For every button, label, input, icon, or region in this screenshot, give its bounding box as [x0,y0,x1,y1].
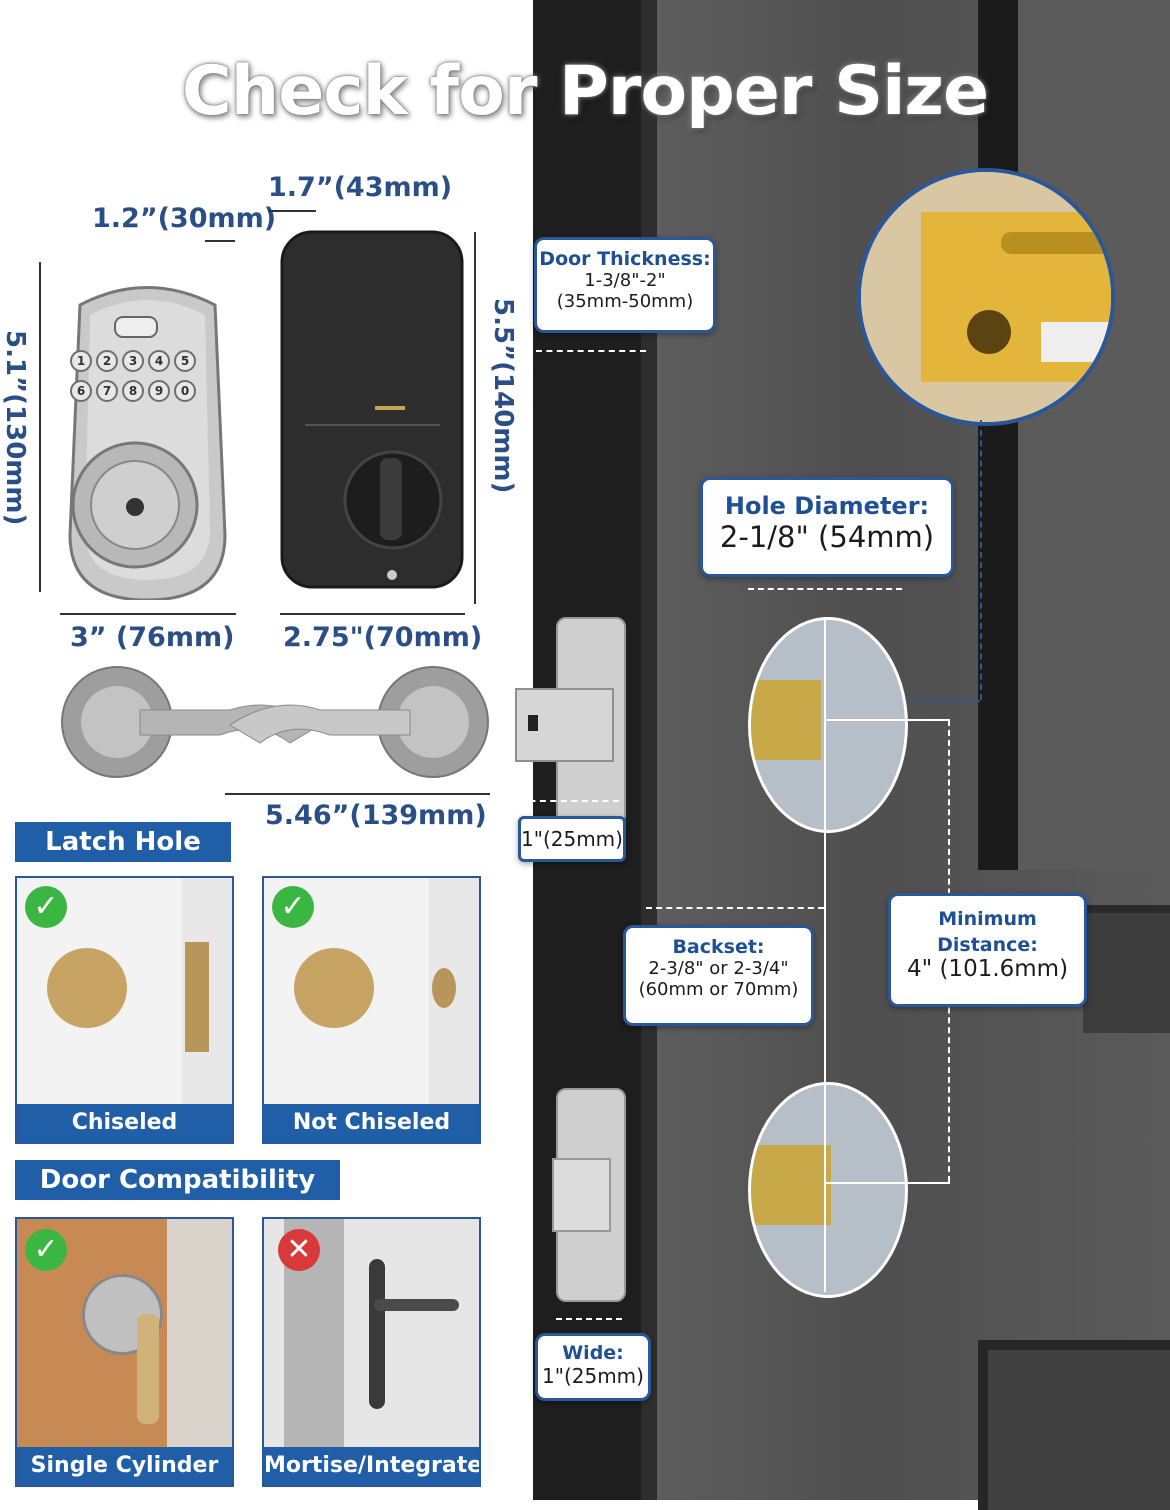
keypad-key: 6 [70,380,92,402]
panel-caption: Mortise/Integrated [264,1447,479,1485]
keypad-key: 2 [96,350,118,372]
latch-width-line [519,800,619,804]
door-frame-edge [641,0,657,1500]
door-panel-divider [978,0,1018,870]
handle-length-line [225,793,490,795]
check-icon: ✓ [272,886,314,928]
keypad-key: 9 [148,380,170,402]
deadbolt-hole [748,617,908,833]
interior-depth-label: 1.7”(43mm) [268,172,453,203]
keypad-key: 0 [174,380,196,402]
latch-bore [432,968,456,1008]
mortise-lever [374,1299,459,1311]
keypad-exterior-shape [68,286,227,602]
panel-caption: Not Chiseled [264,1104,479,1142]
handle-hole [748,1082,908,1298]
latch-hole-heading-text: Latch Hole [45,827,201,857]
keypad-exterior: 1 2 3 4 5 6 7 8 9 0 [60,275,235,602]
latch-zoom-shape [861,172,1111,422]
wide-line [556,1318,622,1320]
latch-mortise [185,942,209,1052]
handle-hole-mechanism [751,1145,831,1225]
backset-heading: Backset: [672,936,765,958]
backset-line [646,907,824,909]
interior-width-label: 2.75"(70mm) [283,622,483,653]
keypad-key: 1 [70,350,92,372]
deadbolt-hole-mechanism [751,680,821,760]
keypad-height-line [39,262,41,592]
door-compatibility-heading: Door Compatibility [15,1160,340,1200]
wide-value: 1"(25mm) [542,1364,644,1388]
wide-callout: Wide: 1"(25mm) [535,1333,651,1401]
check-icon: ✓ [25,1229,67,1271]
center-vertical-line [824,617,826,1292]
min-distance-callout: Minimum Distance: 4" (101.6mm) [888,893,1087,1007]
door-thickness-line2: (35mm-50mm) [556,291,694,312]
backset-line1: 2-3/8" or 2-3/4" [648,958,789,979]
latch-hole-panel-chiseled: ✓ Chiseled [15,876,234,1144]
mortise-plate [369,1259,385,1409]
close-icon: ✕ [278,1229,320,1271]
keypad-depth-line [205,240,235,242]
door-thickness-line [536,350,646,352]
zoom-connector [980,420,982,700]
keypad-key: 3 [122,350,144,372]
key [137,1314,159,1424]
strike-plate-bolt [552,1158,611,1232]
min-distance-value: 4" (101.6mm) [906,956,1069,982]
page-title: Check for Proper Size [181,52,989,131]
hole-diameter-callout: Hole Diameter: 2-1/8" (54mm) [700,477,954,577]
keypad-key: 8 [122,380,144,402]
keypad-width-label: 3” (76mm) [70,622,235,653]
keypad-width-line [60,613,236,615]
latch-hole-heading: Latch Hole [15,822,231,862]
wide-heading: Wide: [562,1342,624,1364]
check-icon: ✓ [25,886,67,928]
door-panel-single-cylinder: ✓ Single Cylinder [15,1217,234,1487]
bore-hole [47,948,127,1028]
panel-caption: Single Cylinder [17,1447,232,1485]
interior-height-label: 5.5”(140mm) [488,298,518,494]
keypad-key: 7 [96,380,118,402]
panel-caption: Chiseled [17,1104,232,1142]
hole-diameter-line [748,588,902,590]
interior-width-line [280,613,465,615]
door-molding-top [1083,905,1170,1033]
keypad-key: 5 [174,350,196,372]
latch-width-callout: 1"(25mm) [518,816,626,862]
keypad-height-label: 5.1”(130mm) [0,330,30,526]
backset-line2: (60mm or 70mm) [638,979,799,1000]
min-distance-heading2: Distance: [937,934,1038,956]
handle-set-shape [61,666,489,778]
door-panel-mortise: ✕ Mortise/Integrated [262,1217,481,1487]
door-edge [167,1219,232,1449]
keypad-depth-label: 1.2”(30mm) [92,203,277,234]
center-horizontal-line-top [824,719,950,721]
interior-height-line [474,232,476,604]
interior-depth-line [268,210,316,212]
door-thickness-heading: Door Thickness: [539,248,711,270]
latch-zoom-circle [857,168,1115,426]
hole-diameter-value: 2-1/8" (54mm) [719,520,935,554]
latch-width-label: 1"(25mm) [521,827,623,851]
interior-unit-shape [280,230,464,589]
handle-set [60,665,490,780]
keypad-key-grid: 1 2 3 4 5 6 7 8 9 0 [70,350,210,402]
interior-unit [280,230,465,590]
center-horizontal-line-bottom [824,1182,950,1184]
door-thickness-callout: Door Thickness: 1-3/8"-2" (35mm-50mm) [534,237,716,333]
backset-callout: Backset: 2-3/8" or 2-3/4" (60mm or 70mm) [623,925,814,1026]
min-distance-heading1: Minimum [938,908,1037,930]
door-compatibility-heading-text: Door Compatibility [39,1165,316,1195]
door-molding-bottom [978,1340,1170,1510]
hole-diameter-heading: Hole Diameter: [724,492,930,520]
bore-hole [294,948,374,1028]
door-inset-panel [1018,0,1170,870]
door-thickness-line1: 1-3/8"-2" [584,270,666,291]
handle-length-label: 5.46”(139mm) [265,800,487,831]
keypad-key: 4 [148,350,170,372]
latch-hole-panel-not-chiseled: ✓ Not Chiseled [262,876,481,1144]
latch-bolt-hole [528,715,538,731]
